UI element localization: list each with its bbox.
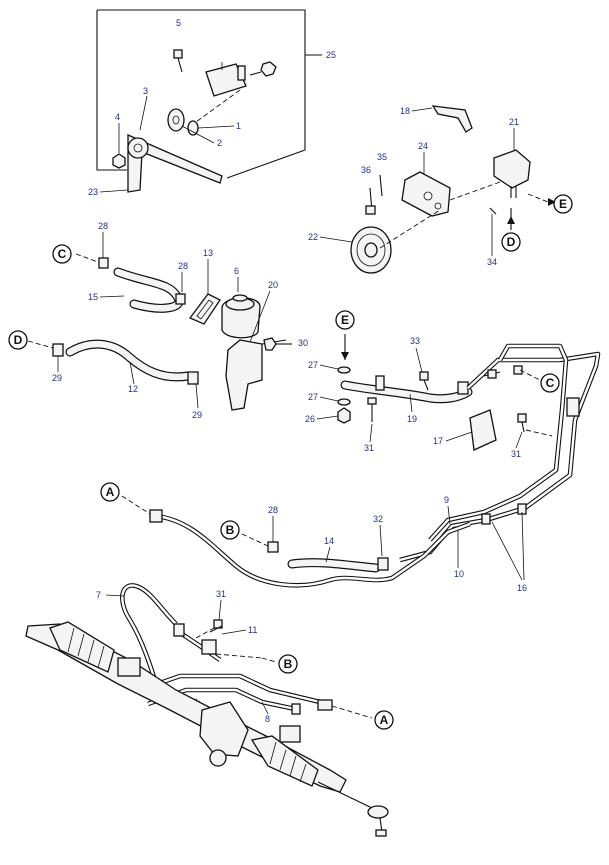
part-label-11: 11 bbox=[248, 625, 257, 635]
ref-a-label: A bbox=[106, 485, 115, 499]
ref-b-circle-2: B bbox=[278, 654, 298, 674]
ref-a-circle-2: A bbox=[374, 710, 394, 730]
part-label-22: 22 bbox=[308, 232, 318, 242]
ref-d-circle-2: D bbox=[501, 232, 521, 252]
ref-a-label-2: A bbox=[380, 713, 389, 727]
part-label-31c: 31 bbox=[216, 589, 226, 599]
ref-b-label: B bbox=[226, 523, 235, 537]
ref-d-label-2: D bbox=[507, 235, 516, 249]
steering-gear-assembly bbox=[25, 583, 389, 837]
part-label-15: 15 bbox=[88, 292, 98, 302]
part-label-33: 33 bbox=[410, 336, 420, 346]
part-label-35: 35 bbox=[377, 152, 387, 162]
part-label-28c: 28 bbox=[268, 505, 278, 515]
part-label-36: 36 bbox=[361, 165, 371, 175]
part-label-8: 8 bbox=[265, 714, 270, 724]
reservoir-and-suction-hoses bbox=[27, 253, 292, 411]
part-number-callouts: 5 25 3 4 1 2 23 18 21 35 24 36 22 34 28 … bbox=[52, 18, 527, 724]
part-label-17: 17 bbox=[433, 436, 443, 446]
part-label-18: 18 bbox=[400, 106, 410, 116]
part-label-32: 32 bbox=[373, 514, 383, 524]
part-label-24: 24 bbox=[418, 141, 428, 151]
part-label-26: 26 bbox=[305, 414, 315, 424]
part-label-29: 29 bbox=[52, 373, 62, 383]
ref-c-circle-2: C bbox=[540, 373, 560, 393]
part-label-21: 21 bbox=[509, 117, 519, 127]
ref-e-circle: E bbox=[553, 194, 573, 214]
part-label-28b: 28 bbox=[178, 261, 188, 271]
part-label-7: 7 bbox=[96, 590, 101, 600]
part-label-9: 9 bbox=[444, 495, 449, 505]
part-label-1: 1 bbox=[236, 121, 241, 131]
ref-c-label: C bbox=[58, 247, 67, 261]
ref-b-circle: B bbox=[220, 520, 240, 540]
part-label-2: 2 bbox=[217, 138, 222, 148]
part-label-19: 19 bbox=[407, 414, 417, 424]
connection-callouts: C D E D E C A B bbox=[8, 194, 573, 730]
part-label-13: 13 bbox=[203, 248, 213, 258]
ref-e-label: E bbox=[559, 197, 567, 211]
part-label-12: 12 bbox=[128, 384, 138, 394]
part-label-5: 5 bbox=[176, 18, 181, 28]
part-label-25: 25 bbox=[326, 50, 336, 60]
part-label-10: 10 bbox=[454, 569, 464, 579]
part-label-3: 3 bbox=[143, 86, 148, 96]
part-label-29b: 29 bbox=[192, 410, 202, 420]
ref-b-label-2: B bbox=[284, 657, 293, 671]
part-label-16: 16 bbox=[517, 583, 527, 593]
part-label-30: 30 bbox=[298, 338, 308, 348]
part-label-28: 28 bbox=[98, 221, 108, 231]
part-label-4: 4 bbox=[115, 112, 120, 122]
ref-d-label: D bbox=[14, 333, 23, 347]
ref-a-circle: A bbox=[100, 482, 120, 502]
part-label-31b: 31 bbox=[511, 449, 521, 459]
ref-e-circle-2: E bbox=[335, 310, 355, 330]
ref-e-label-2: E bbox=[341, 313, 349, 327]
part-label-14: 14 bbox=[324, 536, 334, 546]
part-label-34: 34 bbox=[487, 257, 497, 267]
oil-pump-assembly bbox=[350, 105, 556, 274]
ref-c-circle: C bbox=[52, 244, 72, 264]
part-label-20: 20 bbox=[268, 280, 278, 290]
part-label-27b: 27 bbox=[308, 392, 318, 402]
part-label-6: 6 bbox=[234, 266, 239, 276]
part-label-31: 31 bbox=[364, 443, 374, 453]
pressure-pipe-assembly bbox=[121, 495, 527, 588]
part-label-27: 27 bbox=[308, 360, 318, 370]
part-label-23: 23 bbox=[88, 187, 98, 197]
pump-bracket-assembly bbox=[96, 9, 322, 193]
ref-d-circle: D bbox=[8, 330, 28, 350]
ref-c-label-2: C bbox=[546, 376, 555, 390]
